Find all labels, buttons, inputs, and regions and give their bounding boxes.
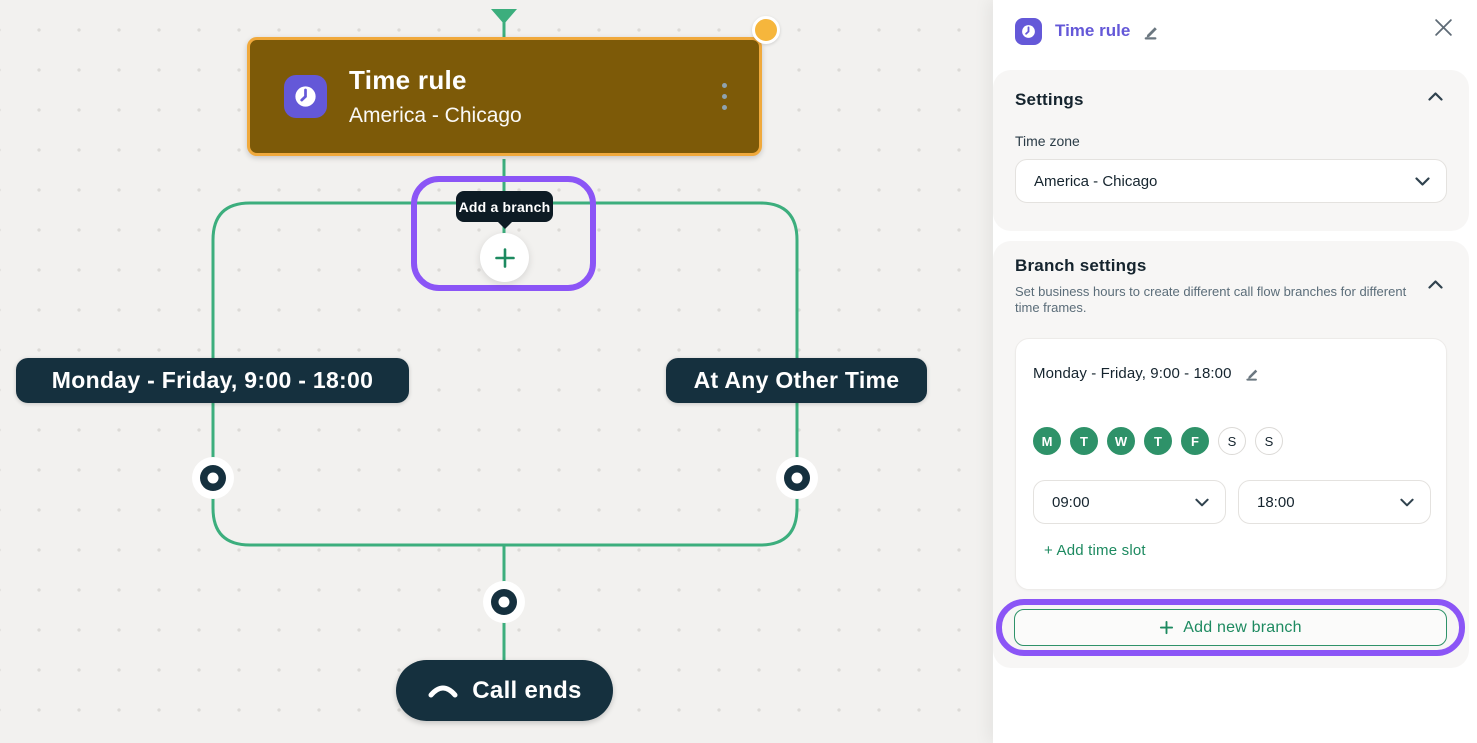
add-time-slot-link[interactable]: + Add time slot bbox=[1044, 542, 1146, 559]
time-rule-node[interactable]: Time rule America - Chicago bbox=[247, 37, 762, 156]
start-time-select[interactable]: 09:00 bbox=[1033, 480, 1226, 524]
hang-up-phone-icon bbox=[428, 685, 458, 697]
call-ends-label: Call ends bbox=[472, 676, 582, 704]
add-branch-tooltip: Add a branch bbox=[456, 191, 553, 222]
edge-arrowhead bbox=[491, 9, 517, 24]
chevron-down-icon bbox=[1195, 494, 1209, 511]
day-circle-2[interactable]: W bbox=[1107, 427, 1135, 455]
rename-pencil-icon[interactable] bbox=[1140, 20, 1163, 43]
timezone-value: America - Chicago bbox=[1034, 172, 1158, 190]
chevron-down-icon bbox=[1400, 494, 1414, 511]
end-time-select[interactable]: 18:00 bbox=[1238, 480, 1431, 524]
day-circle-5[interactable]: S bbox=[1218, 427, 1246, 455]
day-circle-1[interactable]: T bbox=[1070, 427, 1098, 455]
day-circle-0[interactable]: M bbox=[1033, 427, 1061, 455]
clock-icon bbox=[284, 75, 327, 118]
settings-heading: Settings bbox=[1015, 90, 1084, 109]
chevron-up-icon[interactable] bbox=[1426, 278, 1445, 291]
branch-card-title: Monday - Friday, 9:00 - 18:00 bbox=[1033, 365, 1232, 382]
branch-label-any-other-time: At Any Other Time bbox=[666, 358, 927, 403]
call-ends-port[interactable] bbox=[483, 581, 525, 623]
left-branch-port[interactable] bbox=[192, 457, 234, 499]
panel-header: Time rule bbox=[1015, 16, 1455, 46]
branch-label-business-hours: Monday - Friday, 9:00 - 18:00 bbox=[16, 358, 409, 403]
timezone-label: Time zone bbox=[1015, 133, 1080, 149]
add-new-branch-label: Add new branch bbox=[1183, 618, 1302, 636]
panel-title: Time rule bbox=[1055, 21, 1131, 40]
add-new-branch-highlight bbox=[996, 599, 1465, 656]
timezone-select[interactable]: America - Chicago bbox=[1015, 159, 1447, 203]
kebab-menu-icon[interactable] bbox=[718, 79, 731, 114]
plus-icon bbox=[1160, 620, 1174, 635]
day-circle-3[interactable]: T bbox=[1144, 427, 1172, 455]
node-title: Time rule bbox=[349, 65, 467, 95]
clock-icon bbox=[1015, 17, 1042, 45]
add-branch-highlight-box[interactable] bbox=[411, 176, 596, 291]
node-subtitle: America - Chicago bbox=[349, 104, 522, 127]
branch-settings-description: Set business hours to create different c… bbox=[1015, 284, 1407, 315]
branch-settings-card: Branch settings Set business hours to cr… bbox=[993, 241, 1469, 668]
close-icon[interactable] bbox=[1432, 16, 1455, 39]
add-branch-button[interactable] bbox=[480, 233, 529, 282]
node-connection-handle[interactable] bbox=[752, 16, 780, 44]
right-branch-port[interactable] bbox=[776, 457, 818, 499]
day-circle-4[interactable]: F bbox=[1181, 427, 1209, 455]
edit-branch-pencil-icon[interactable] bbox=[1242, 363, 1263, 384]
settings-card: Settings Time zone America - Chicago bbox=[993, 70, 1469, 231]
branch-settings-heading: Branch settings bbox=[1015, 256, 1147, 275]
settings-panel: Time rule Settings Time zone America - C… bbox=[993, 0, 1477, 743]
day-circle-6[interactable]: S bbox=[1255, 427, 1283, 455]
start-time-value: 09:00 bbox=[1052, 493, 1090, 511]
chevron-down-icon bbox=[1415, 173, 1430, 190]
call-ends-node[interactable]: Call ends bbox=[396, 660, 613, 721]
add-new-branch-button[interactable]: Add new branch bbox=[1014, 609, 1447, 646]
end-time-value: 18:00 bbox=[1257, 493, 1295, 511]
chevron-up-icon[interactable] bbox=[1426, 90, 1445, 103]
time-rule-node-texts: Time rule America - Chicago bbox=[349, 65, 718, 128]
flow-canvas[interactable]: Time rule America - Chicago Add a branch… bbox=[0, 0, 993, 743]
plus-icon bbox=[494, 247, 515, 268]
